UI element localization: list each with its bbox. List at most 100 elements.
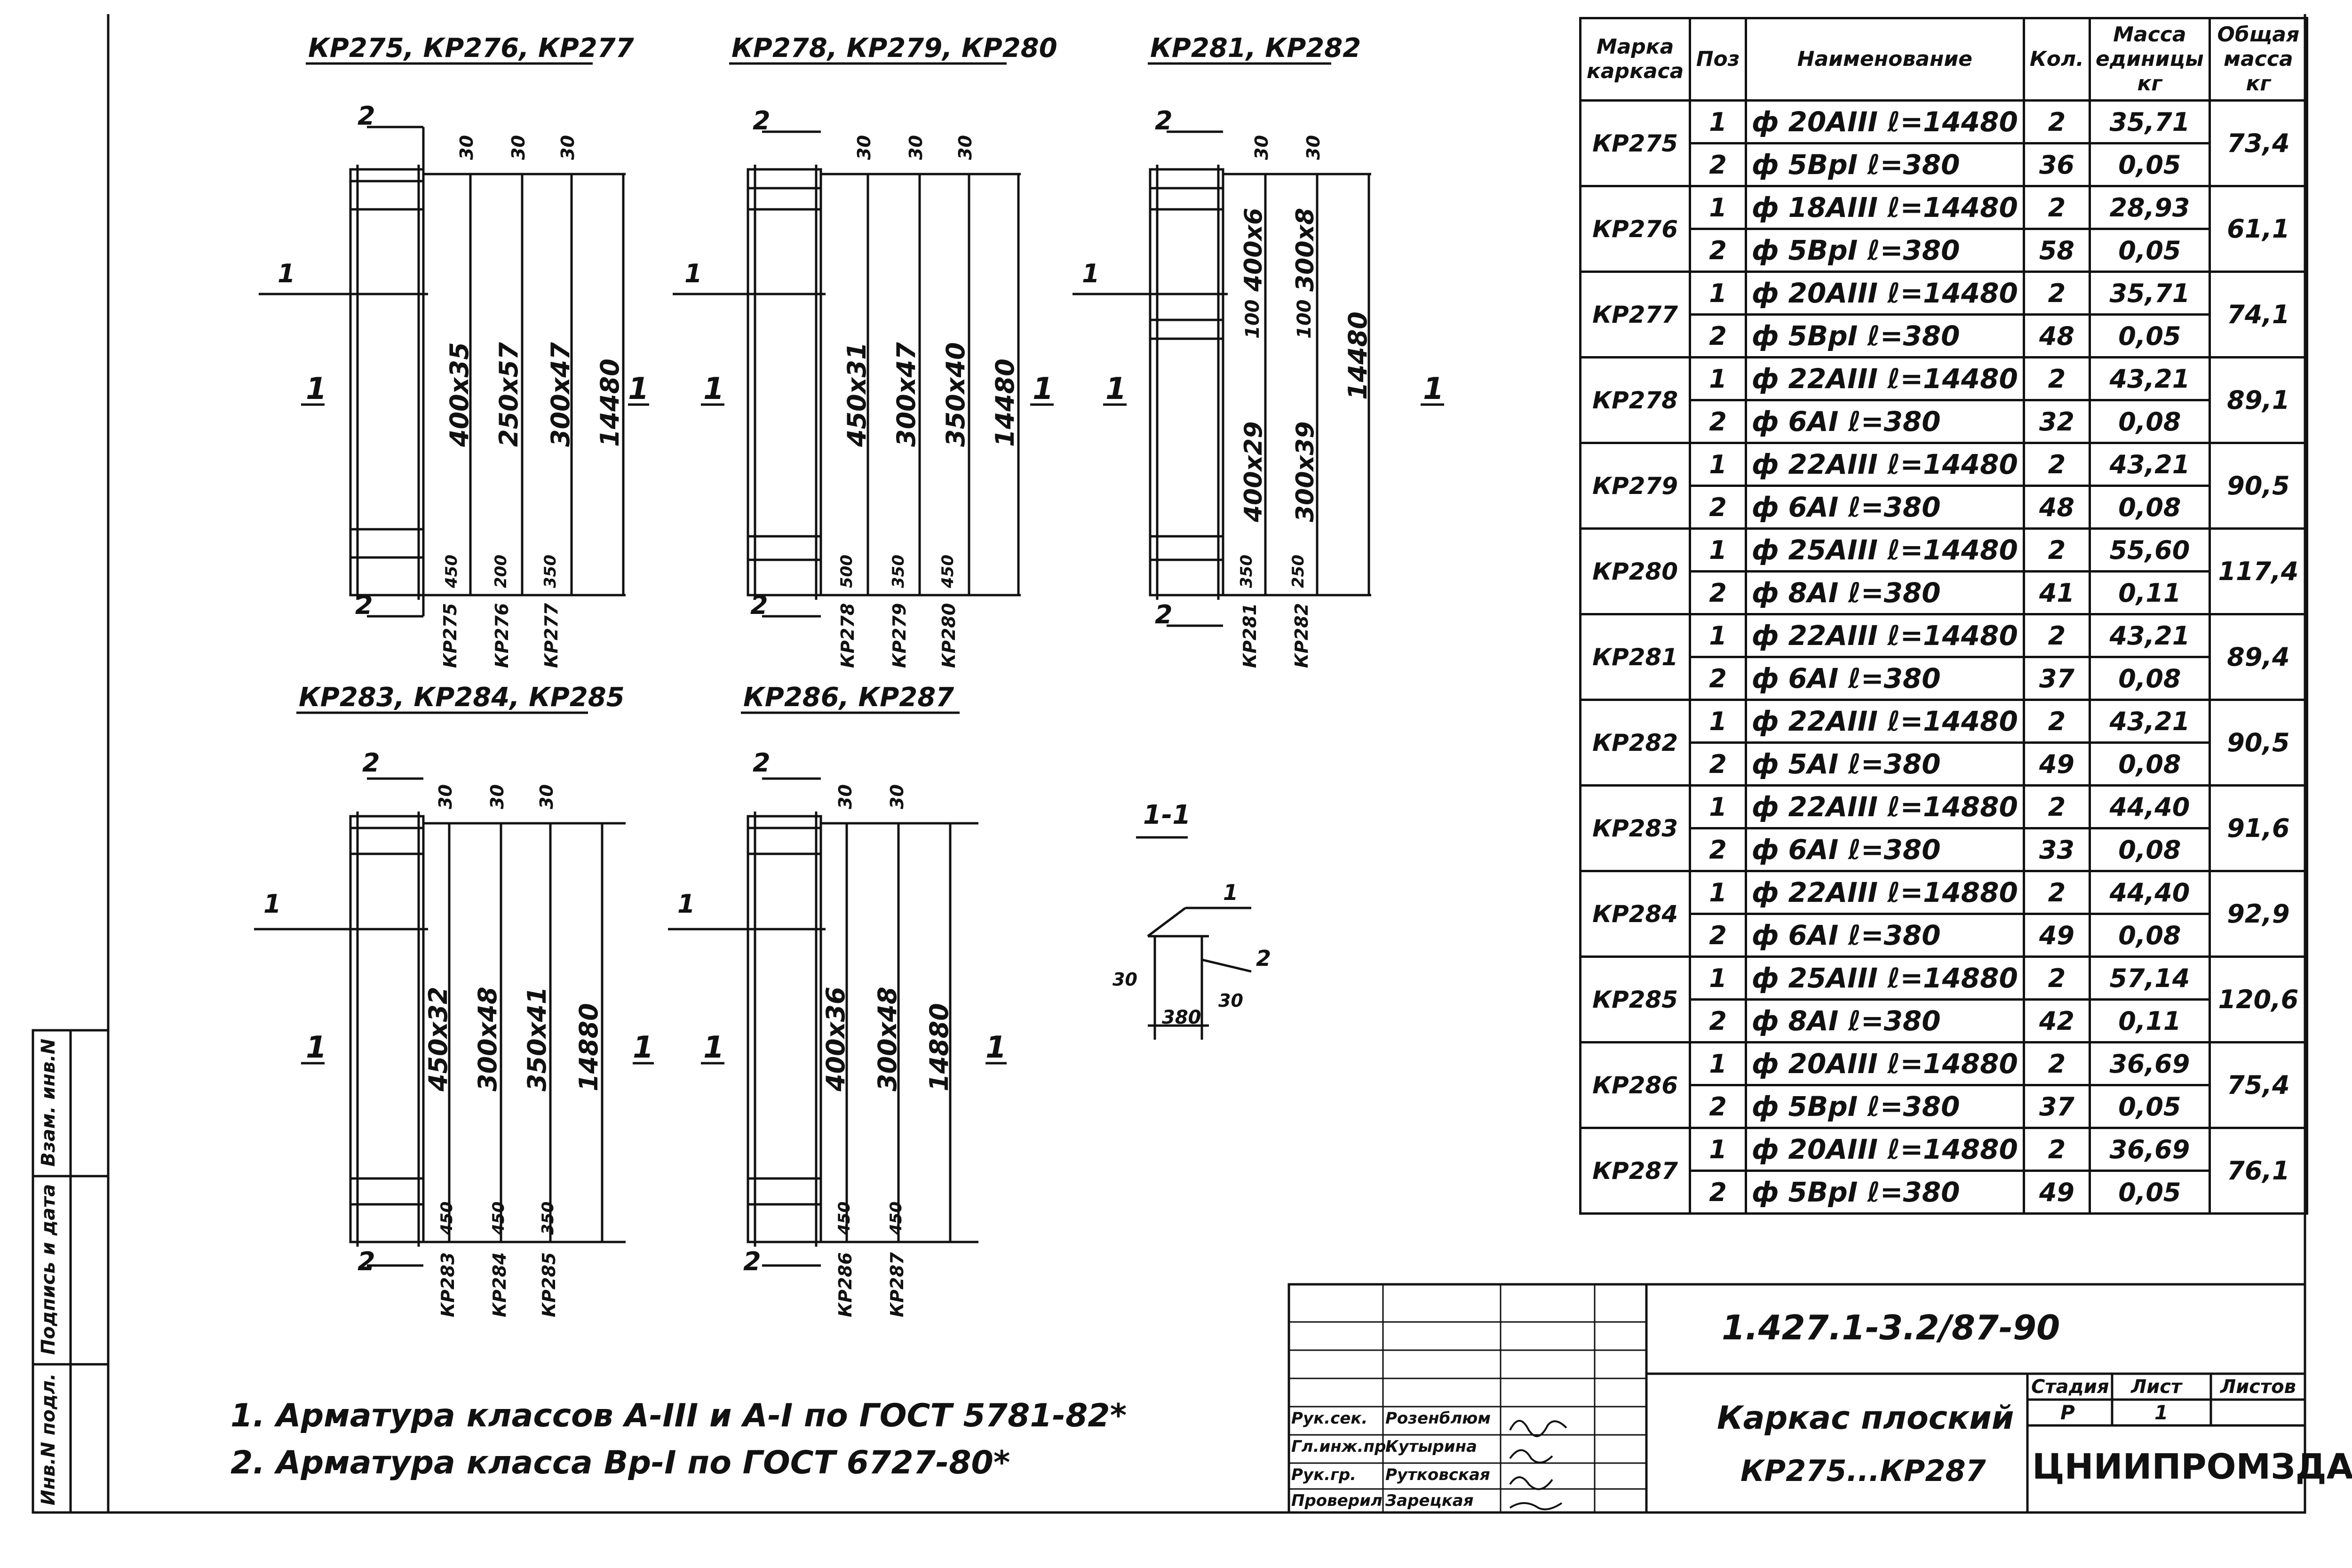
section-title: 1-1 (1143, 800, 1191, 830)
cell-qty: 36 (2022, 142, 2091, 187)
cell-pos: 1 (1689, 442, 1747, 487)
cell-qty: 2 (2022, 442, 2091, 487)
cell-name: ф 5ВрI ℓ=380 (1744, 142, 2025, 187)
pos-marker: 1 (1033, 372, 1054, 406)
cell-qty: 2 (2022, 784, 2091, 829)
dim-label: 350х41 (522, 987, 552, 1091)
end-dim: 350 (1237, 555, 1256, 588)
table-header-row: Марка каркаса Поз Наименование Кол. Масс… (1579, 17, 2309, 102)
cell-qty: 48 (2022, 313, 2091, 358)
cell-total: 76,1 (2208, 1127, 2309, 1215)
cell-pos: 2 (1689, 142, 1747, 187)
org-name: ЦНИИПРОМЗДАНИЙ (2032, 1447, 2352, 1487)
cell-mark: КР278 (1579, 356, 1692, 444)
cell-qty: 2 (2022, 356, 2091, 401)
cell-pos: 1 (1689, 955, 1747, 1001)
pos-marker: 1 (703, 372, 724, 406)
cell-total: 92,9 (2208, 870, 2309, 958)
cell-mark: КР282 (1579, 699, 1692, 787)
pos-marker: 2 (1155, 600, 1173, 629)
pos-marker: 2 (358, 1247, 375, 1276)
cell-qty: 49 (2022, 741, 2091, 787)
pos-marker: 1 (1105, 372, 1127, 406)
mark-label: КР276 (492, 603, 512, 668)
top-offset: 30 (557, 135, 578, 160)
cell-pos: 1 (1689, 271, 1747, 316)
pos-marker: 1 (684, 259, 702, 288)
mark-label: КР285 (539, 1252, 559, 1317)
mark-label: КР282 (1291, 603, 1312, 668)
frame-kr286 (668, 777, 1007, 1267)
cell-name: ф 25АIII ℓ=14880 (1744, 955, 2025, 1001)
stamp-role: Проверил (1291, 1491, 1383, 1510)
cell-pos: 1 (1689, 185, 1747, 230)
mark-label: КР278 (837, 603, 858, 668)
cell-total: 89,1 (2208, 356, 2309, 444)
stage-label: Стадия (2031, 1376, 2109, 1398)
top-offset: 30 (955, 135, 976, 160)
cell-pos: 2 (1689, 228, 1747, 273)
end-dim: 450 (938, 555, 957, 588)
col-pos: Поз (1689, 17, 1747, 102)
cell-mass: 0,05 (2088, 1170, 2211, 1215)
section-pos: 1 (1223, 880, 1239, 905)
pos-marker: 2 (1155, 106, 1173, 135)
group5-title: КР286, КР287 (743, 682, 954, 713)
pos-marker: 1 (263, 889, 281, 919)
cell-total: 74,1 (2208, 271, 2309, 358)
dim-label: 250х57 (494, 342, 524, 447)
cell-mass: 36,69 (2088, 1127, 2211, 1172)
dim-label: 400х35 (445, 342, 474, 447)
cell-qty: 2 (2022, 955, 2091, 1001)
top-offset: 30 (456, 135, 477, 160)
end-dim: 500 (837, 555, 856, 588)
cell-name: ф 22АIII ℓ=14880 (1744, 784, 2025, 829)
cell-name: ф 5ВрI ℓ=380 (1744, 228, 2025, 273)
cell-mark: КР287 (1579, 1127, 1692, 1215)
pos-marker: 2 (743, 1247, 761, 1276)
side-vzam: Взам. инв.N (38, 1038, 59, 1167)
dim-label: 400х36 (821, 987, 850, 1091)
cell-total: 73,4 (2208, 99, 2309, 187)
cell-qty: 58 (2022, 228, 2091, 273)
top-offset: 30 (435, 784, 456, 809)
cell-mark: КР281 (1579, 613, 1692, 701)
cell-qty: 2 (2022, 99, 2091, 144)
cell-qty: 2 (2022, 185, 2091, 230)
cell-mass: 0,05 (2088, 313, 2211, 358)
cell-pos: 2 (1689, 827, 1747, 872)
top-offset: 30 (487, 784, 508, 809)
frame-kr281 (1073, 130, 1444, 627)
doc-code: 1.427.1-3.2/87-90 (1722, 1308, 2060, 1347)
cell-total: 91,6 (2208, 784, 2309, 872)
end-dim: 450 (489, 1202, 508, 1235)
sheet-label: Лист (2131, 1376, 2182, 1398)
pos-marker: 1 (306, 1030, 327, 1065)
stamp-name: Зарецкая (1385, 1491, 1474, 1510)
cell-mark: КР283 (1579, 784, 1692, 872)
stamp-role: Гл.инж.пр. (1291, 1437, 1392, 1456)
cell-mass: 57,14 (2088, 955, 2211, 1001)
mark-label: КР284 (489, 1252, 510, 1317)
dim-label: 14880 (924, 1003, 954, 1091)
group3-title: КР281, КР282 (1150, 33, 1361, 64)
mark-label: КР275 (440, 603, 461, 668)
notes: 1. Арматура классов А-III и А-I по ГОСТ … (230, 1393, 1127, 1487)
cell-pos: 2 (1689, 913, 1747, 958)
cell-pos: 1 (1689, 784, 1747, 829)
cell-name: ф 22АIII ℓ=14880 (1744, 870, 2025, 915)
end-dim: 450 (887, 1202, 906, 1235)
side-sign: Подпись и дата (38, 1184, 59, 1355)
